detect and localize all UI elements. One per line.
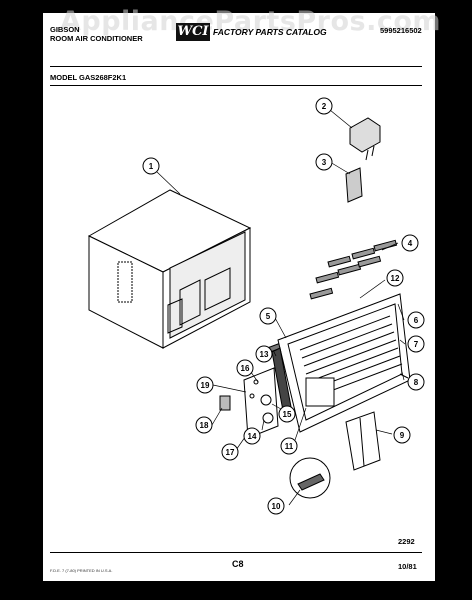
callout-13: 13 xyxy=(255,345,273,363)
callout-12: 12 xyxy=(386,269,404,287)
callout-8: 8 xyxy=(407,373,425,391)
svg-text:14: 14 xyxy=(248,432,257,441)
footer-rule xyxy=(50,552,422,553)
svg-text:10: 10 xyxy=(272,502,281,511)
svg-text:8: 8 xyxy=(414,378,419,387)
svg-text:6: 6 xyxy=(414,316,419,325)
part-9-bracket-drawing xyxy=(345,411,381,471)
svg-text:18: 18 xyxy=(200,421,209,430)
callout-4: 4 xyxy=(401,234,419,252)
header-left: GIBSON ROOM AIR CONDITIONER xyxy=(50,25,143,43)
svg-text:17: 17 xyxy=(226,448,235,457)
part-10-clip-drawing xyxy=(289,457,331,499)
callout-6: 6 xyxy=(407,311,425,329)
callout-10: 10 xyxy=(267,497,285,515)
model-number: MODEL GAS268F2K1 xyxy=(50,73,127,82)
callout-markers: 1 2 3 4 5 6 7 8 9 10 11 12 13 14 15 16 1… xyxy=(142,97,425,515)
callout-11: 11 xyxy=(280,437,298,455)
svg-text:7: 7 xyxy=(414,340,419,349)
svg-text:15: 15 xyxy=(283,410,292,419)
svg-text:3: 3 xyxy=(322,158,327,167)
callout-17: 17 xyxy=(221,443,239,461)
svg-text:1: 1 xyxy=(149,162,154,171)
svg-text:13: 13 xyxy=(260,350,269,359)
svg-text:4: 4 xyxy=(408,239,413,248)
svg-text:2: 2 xyxy=(322,102,327,111)
callout-14: 14 xyxy=(243,427,261,445)
footer-fine-print: F.D.E. 7 (7-80) PRINTED IN U.S.A. xyxy=(50,568,113,573)
product-name: ROOM AIR CONDITIONER xyxy=(50,34,143,43)
svg-text:16: 16 xyxy=(241,364,250,373)
callout-15: 15 xyxy=(278,405,296,423)
front-grille-drawing xyxy=(277,293,411,433)
callout-9: 9 xyxy=(393,426,411,444)
callout-19: 19 xyxy=(196,376,214,394)
header-rule xyxy=(50,66,422,67)
callout-16: 16 xyxy=(236,359,254,377)
model-rule xyxy=(50,85,422,86)
footer-page: C8 xyxy=(232,559,244,569)
wci-logo: WCI xyxy=(176,23,210,41)
cabinet-drawing xyxy=(87,189,252,349)
part-3-bulb-drawing xyxy=(345,167,363,203)
callout-18: 18 xyxy=(195,416,213,434)
svg-text:11: 11 xyxy=(285,442,294,451)
control-panel-drawing xyxy=(243,367,279,439)
callout-3: 3 xyxy=(315,153,333,171)
part-18-knob-drawing xyxy=(219,395,231,411)
brand-name: GIBSON xyxy=(50,25,80,34)
svg-text:19: 19 xyxy=(201,381,210,390)
leader-lines xyxy=(156,109,406,506)
catalog-part-number: 5995216502 xyxy=(380,26,422,35)
svg-text:12: 12 xyxy=(391,274,400,283)
svg-text:5: 5 xyxy=(266,312,271,321)
footer-ref: 2292 xyxy=(398,537,415,546)
catalog-title: FACTORY PARTS CATALOG xyxy=(213,27,327,37)
svg-text:9: 9 xyxy=(400,431,405,440)
footer-date: 10/81 xyxy=(398,562,417,571)
callout-1: 1 xyxy=(142,157,160,175)
callout-7: 7 xyxy=(407,335,425,353)
callout-5: 5 xyxy=(259,307,277,325)
callout-2: 2 xyxy=(315,97,333,115)
part-2-control-drawing xyxy=(349,117,381,161)
